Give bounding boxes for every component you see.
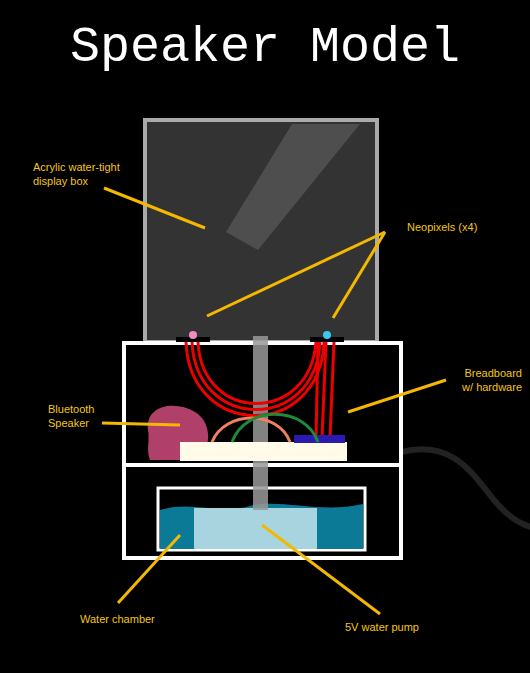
- part-label: Water chamber: [80, 612, 200, 626]
- wire: [192, 342, 320, 410]
- neopixel: [323, 331, 331, 339]
- part-label: Bluetooth Speaker: [48, 402, 106, 430]
- leader-line: [102, 423, 180, 425]
- breadboard: [180, 442, 347, 461]
- page-title: Speaker Model: [0, 18, 530, 78]
- power-cable: [401, 449, 530, 528]
- part-label: Neopixels (x4): [407, 220, 507, 234]
- chip: [294, 435, 345, 443]
- jumper-wire: [232, 414, 318, 442]
- leader-line: [348, 380, 446, 412]
- glare: [226, 124, 360, 250]
- leader-line: [262, 525, 380, 614]
- neopixel: [189, 331, 197, 339]
- wire: [186, 342, 324, 416]
- pipe: [253, 336, 268, 510]
- part-label: 5V water pump: [345, 620, 465, 634]
- leader-line: [118, 535, 180, 603]
- wire: [198, 342, 316, 404]
- water-pump: [194, 508, 317, 549]
- wire: [316, 342, 334, 438]
- acrylic-box: [145, 120, 377, 342]
- part-label: Breadboard w/ hardware: [452, 366, 522, 394]
- part-label: Acrylic water-tight display box: [33, 160, 143, 188]
- leader-line: [104, 188, 205, 228]
- leader-line: [333, 232, 385, 318]
